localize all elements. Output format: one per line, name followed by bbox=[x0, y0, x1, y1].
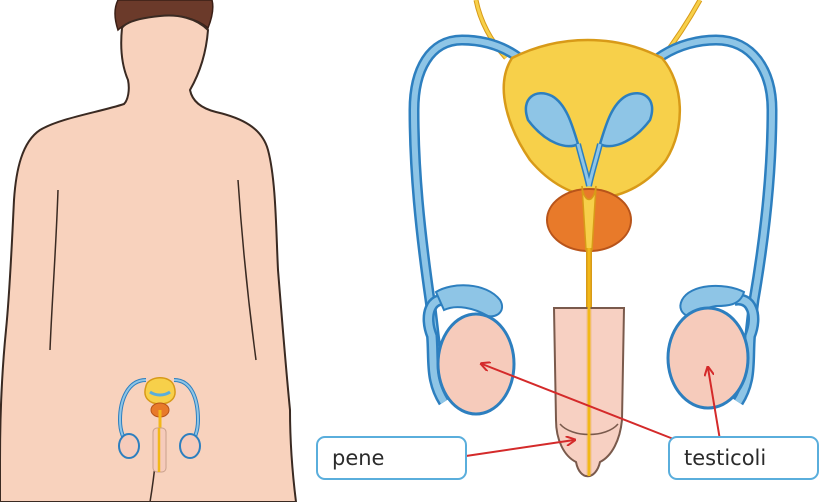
male-body-figure bbox=[0, 0, 296, 502]
left-epididymis-head bbox=[436, 285, 502, 316]
label-testicoli: testicoli bbox=[668, 436, 819, 480]
label-pene: pene bbox=[316, 436, 467, 480]
body-silhouette bbox=[0, 16, 296, 502]
right-testis bbox=[668, 308, 748, 408]
pene-arrow bbox=[466, 440, 574, 456]
detailed-reproductive-organs bbox=[414, 0, 772, 476]
left-testis bbox=[438, 314, 514, 414]
